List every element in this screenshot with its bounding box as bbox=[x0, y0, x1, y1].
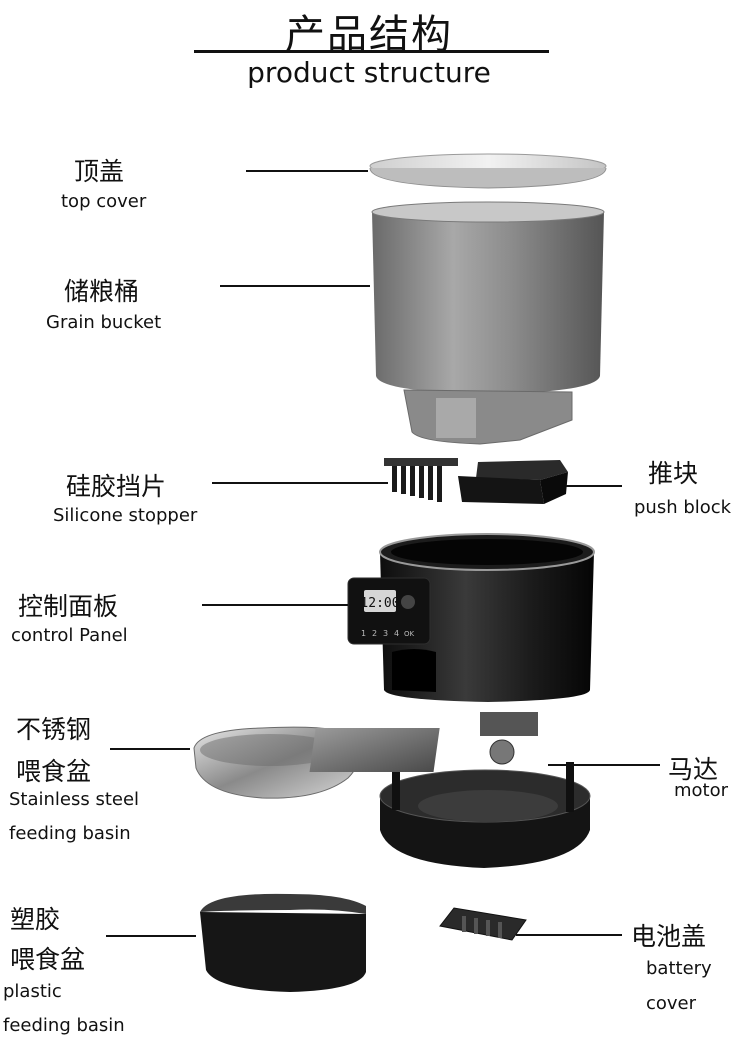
leader-line-top-cover bbox=[246, 170, 368, 172]
label-battery-cover-en-1: battery bbox=[646, 958, 712, 979]
leader-line-plastic-basin bbox=[106, 935, 196, 937]
plastic-basin-part bbox=[200, 893, 366, 992]
leader-line-battery-cover bbox=[516, 934, 622, 936]
push-block-part bbox=[458, 460, 568, 504]
label-plastic-basin-en-1: plastic bbox=[3, 981, 62, 1002]
label-steel-basin-en-2: feeding basin bbox=[9, 823, 131, 844]
label-grain-bucket-cn: 储粮桶 bbox=[64, 277, 140, 306]
leader-line-push-block bbox=[566, 485, 622, 487]
label-grain-bucket-en: Grain bucket bbox=[46, 312, 162, 333]
label-top-cover-cn: 顶盖 bbox=[74, 157, 125, 186]
label-control-panel-cn: 控制面板 bbox=[18, 592, 119, 621]
battery-cover-part bbox=[439, 907, 527, 941]
leader-line-motor bbox=[548, 764, 660, 766]
label-motor-en: motor bbox=[674, 780, 729, 801]
label-battery-cover-en-2: cover bbox=[646, 993, 697, 1014]
label-battery-cover-cn: 电池盖 bbox=[631, 922, 707, 951]
motor-base-part bbox=[309, 712, 591, 868]
panel-button-1[interactable]: 1 bbox=[361, 629, 366, 638]
control-panel-part: 12:00 1 2 3 4 OK bbox=[347, 577, 431, 645]
leader-line-control-panel bbox=[202, 604, 348, 606]
label-top-cover-en: top cover bbox=[61, 191, 147, 212]
label-steel-basin-cn-1: 不锈钢 bbox=[16, 715, 92, 744]
display-time: 12:00 bbox=[360, 596, 399, 611]
label-silicone-stopper-en: Silicone stopper bbox=[53, 505, 198, 526]
leader-line-steel-basin bbox=[110, 748, 190, 750]
label-steel-basin-cn-2: 喂食盆 bbox=[16, 757, 92, 786]
panel-button-2[interactable]: 2 bbox=[372, 629, 377, 638]
panel-button-ok[interactable]: OK bbox=[404, 630, 415, 638]
silicone-stopper-part bbox=[384, 458, 458, 502]
label-steel-basin-en-1: Stainless steel bbox=[9, 789, 140, 810]
label-plastic-basin-cn-1: 塑胶 bbox=[10, 905, 61, 934]
label-push-block-en: push block bbox=[634, 497, 732, 518]
top-cover-part bbox=[369, 153, 607, 189]
label-plastic-basin-cn-2: 喂食盆 bbox=[10, 945, 86, 974]
grain-bucket-part bbox=[371, 201, 605, 445]
label-plastic-basin-en-2: feeding basin bbox=[3, 1015, 125, 1036]
leader-line-grain-bucket bbox=[220, 285, 370, 287]
panel-button-3[interactable]: 3 bbox=[383, 629, 388, 638]
main-body-part bbox=[379, 533, 595, 702]
label-silicone-stopper-cn: 硅胶挡片 bbox=[66, 472, 167, 501]
panel-button-4[interactable]: 4 bbox=[394, 629, 399, 638]
label-push-block-cn: 推块 bbox=[648, 459, 699, 488]
title-divider bbox=[194, 50, 549, 53]
title-english: product structure bbox=[247, 56, 491, 89]
leader-line-silicone-stopper bbox=[212, 482, 388, 484]
label-motor-cn: 马达 bbox=[668, 755, 719, 784]
label-control-panel-en: control Panel bbox=[11, 625, 128, 646]
